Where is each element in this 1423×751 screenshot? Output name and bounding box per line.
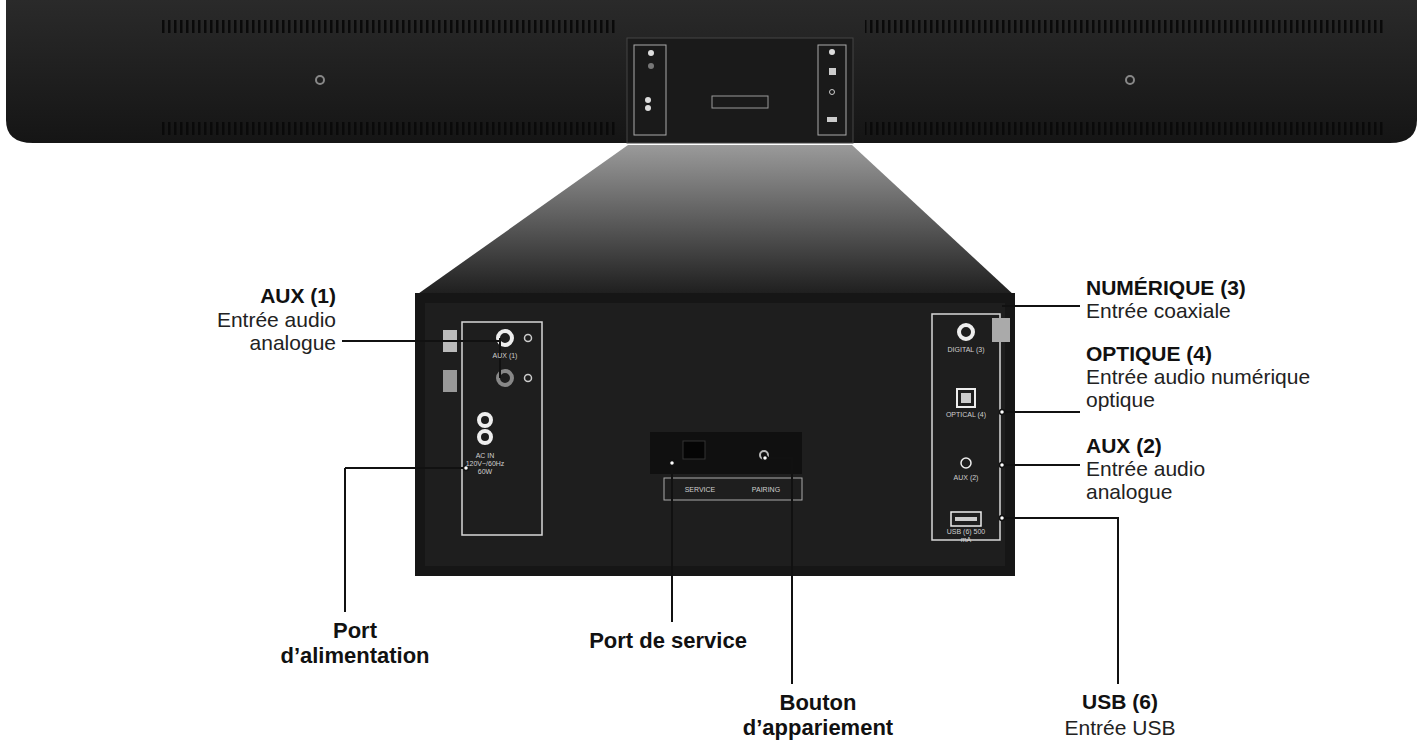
right-jack-plate [932, 314, 1000, 540]
panel-marking: AUX (1) [493, 352, 518, 360]
callout-text: Bouton d’appariement [723, 690, 913, 740]
callout-text: Entrée audio analogue [156, 308, 336, 354]
panel-marking: AC IN 120V~/60Hz 60W [460, 452, 510, 476]
panel-marking: AUX (2) [954, 474, 979, 482]
power-socket [479, 414, 491, 426]
callout-title: NUMÉRIQUE (3) [1086, 276, 1246, 299]
callout-title: AUX (1) [156, 284, 336, 307]
connector-panel [415, 293, 1015, 576]
usb-port [951, 512, 981, 526]
callout-title: AUX (2) [1086, 434, 1162, 457]
panel-marking: SERVICE [685, 486, 716, 494]
callout-text: Entrée audio numérique optique [1086, 365, 1311, 411]
callout-text: Port d’alimentation [270, 618, 440, 668]
callout-title: USB (6) [1082, 690, 1158, 713]
optical-jack [957, 389, 975, 407]
aux-jack [961, 458, 971, 468]
coax-jack [959, 325, 973, 339]
zoom-projection [415, 145, 1015, 296]
callout-text: Entrée coaxiale [1086, 299, 1231, 322]
leader-lines [342, 306, 1118, 684]
callout-text: Entrée audio analogue [1086, 457, 1261, 503]
left-jack-plate [462, 322, 542, 535]
soundbar-body [6, 0, 1417, 143]
panel-marking: PAIRING [752, 486, 780, 494]
panel-marking: OPTICAL (4) [946, 411, 986, 419]
callout-title: OPTIQUE (4) [1086, 342, 1212, 365]
callout-text: Port de service [589, 628, 747, 653]
callout-text: Entrée USB [1065, 716, 1176, 739]
panel-marking: DIGITAL (3) [948, 346, 985, 354]
panel-marking: USB (6) 500 mA [941, 528, 991, 544]
